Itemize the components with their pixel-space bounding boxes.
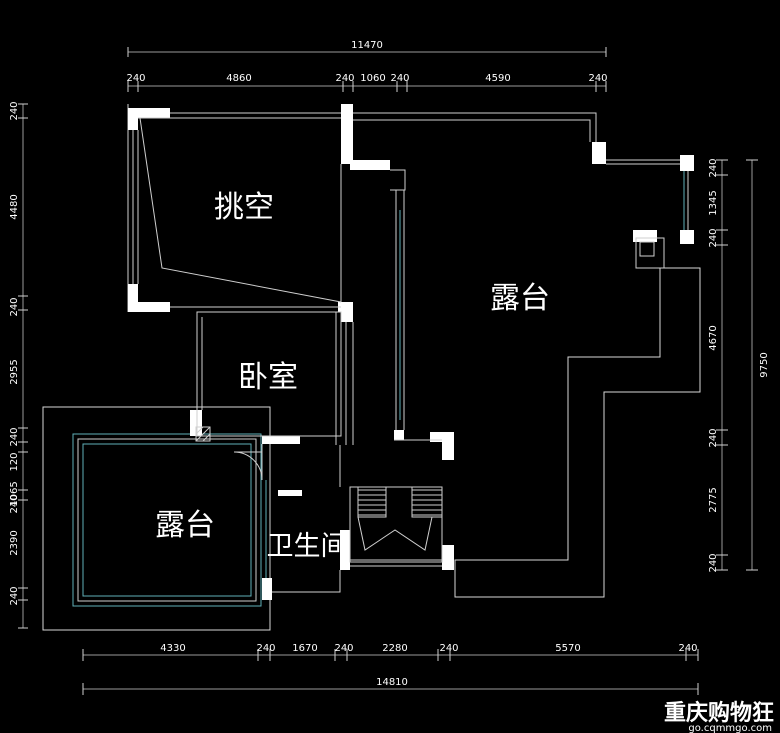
dim-left-7: 1065 xyxy=(9,481,20,506)
dim-top-1: 240 xyxy=(126,73,145,84)
dim-left-2: 4480 xyxy=(9,194,20,219)
dim-right-5: 240 xyxy=(708,428,719,447)
hatched-wall xyxy=(195,426,211,442)
dim-top-2: 4860 xyxy=(226,73,251,84)
watermark-title: 重庆购物狂 xyxy=(664,700,774,726)
dim-top-3: 240 xyxy=(335,73,354,84)
interior-lines xyxy=(132,112,689,593)
dim-left-1: 240 xyxy=(9,101,20,120)
dim-bottom-2: 240 xyxy=(256,643,275,654)
dim-bottom-7: 5570 xyxy=(555,643,580,654)
watermark-url: go.cqmmgo.com xyxy=(688,723,772,733)
dim-bottom-3: 1670 xyxy=(292,643,317,654)
dim-left-6: 120 xyxy=(9,452,20,471)
dim-left-3: 240 xyxy=(9,297,20,316)
dim-right-1: 240 xyxy=(708,158,719,177)
dim-top-4: 1060 xyxy=(360,73,385,84)
walls xyxy=(128,104,694,600)
left-dimension-lines xyxy=(18,103,28,629)
top-dimension-lines xyxy=(127,47,607,92)
dim-bottom-total: 14810 xyxy=(376,677,408,688)
dim-top-6: 4590 xyxy=(485,73,510,84)
dim-right-2: 1345 xyxy=(708,190,719,215)
dim-right-4: 4670 xyxy=(708,325,719,350)
dim-right-7: 240 xyxy=(708,553,719,572)
small-terrace-railing xyxy=(72,433,262,607)
dim-bottom-4: 240 xyxy=(334,643,353,654)
dim-left-5: 240 xyxy=(9,427,20,446)
dim-top-total: 11470 xyxy=(351,40,383,51)
label-void: 挑空 xyxy=(214,190,274,225)
dim-top-7: 240 xyxy=(588,73,607,84)
label-bathroom: 卫生间 xyxy=(267,531,348,562)
dim-bottom-6: 240 xyxy=(439,643,458,654)
stair-treads xyxy=(358,489,442,516)
site-outline xyxy=(42,104,701,631)
dim-left-9: 2390 xyxy=(9,530,20,555)
dim-right-6: 2775 xyxy=(708,487,719,512)
bottom-dimension-lines xyxy=(82,649,699,695)
label-terrace-main: 露台 xyxy=(490,281,550,316)
dim-bottom-8: 240 xyxy=(678,643,697,654)
dim-top-5: 240 xyxy=(390,73,409,84)
right-dimension-lines xyxy=(716,159,758,571)
dim-bottom-5: 2280 xyxy=(382,643,407,654)
dim-right-3: 240 xyxy=(708,228,719,247)
label-bedroom: 卧室 xyxy=(238,360,298,395)
dim-left-10: 240 xyxy=(9,586,20,605)
dim-left-8: 240 xyxy=(9,494,20,513)
dim-right-total: 9750 xyxy=(759,352,770,377)
label-terrace-small: 露台 xyxy=(155,508,215,543)
dim-left-4: 2955 xyxy=(9,359,20,384)
dim-bottom-1: 4330 xyxy=(160,643,185,654)
